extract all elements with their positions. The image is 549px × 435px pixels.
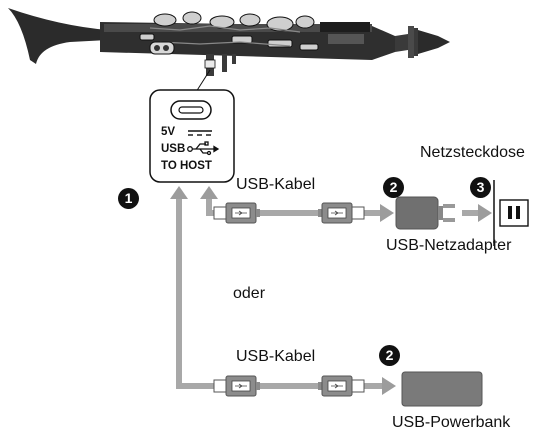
usb-plug-left-top	[213, 202, 260, 224]
usb-adapter-label: USB-Netzadapter	[386, 237, 512, 254]
port-to-host-label: TO HOST	[161, 160, 212, 172]
usb-ac-adapter	[395, 196, 455, 230]
or-label: oder	[233, 285, 266, 302]
port-voltage-label: 5V	[161, 126, 176, 138]
step-2-badge-top: 2	[383, 177, 404, 198]
usb-power-bank	[401, 371, 483, 407]
outlet-label: Netzsteckdose	[420, 144, 525, 161]
instrument-keys	[139, 11, 319, 51]
powerbank-label: USB-Powerbank	[392, 414, 511, 431]
instrument-neck	[395, 28, 418, 56]
usb-cable-label-top: USB-Kabel	[236, 176, 316, 193]
arrow-heads	[170, 186, 492, 395]
wall-outlet	[493, 180, 529, 246]
mouthpiece	[418, 30, 450, 54]
cable-paths	[176, 198, 480, 389]
arrow-up-branch	[200, 186, 218, 199]
arrow-to-powerbank	[382, 377, 396, 395]
speaker-grille	[149, 41, 175, 55]
instrument	[8, 8, 450, 76]
port-pointer-line	[195, 69, 211, 93]
port-usb-label: USB	[161, 143, 186, 155]
arrow-up-main	[170, 186, 188, 199]
usb-plug-left-bottom	[213, 375, 260, 397]
usb-symbol-icon	[187, 141, 220, 156]
arrow-to-adapter	[380, 204, 394, 222]
step-2-badge-bottom: 2	[379, 345, 400, 366]
step-1-badge: 1	[118, 188, 139, 209]
usb-plug-right-bottom	[318, 375, 365, 397]
usb-cable-label-bottom: USB-Kabel	[236, 348, 316, 365]
instrument-bell	[8, 8, 108, 64]
usb-plug-right-top	[318, 202, 365, 224]
arrow-to-outlet	[478, 204, 492, 222]
step-3-badge: 3	[470, 177, 491, 198]
